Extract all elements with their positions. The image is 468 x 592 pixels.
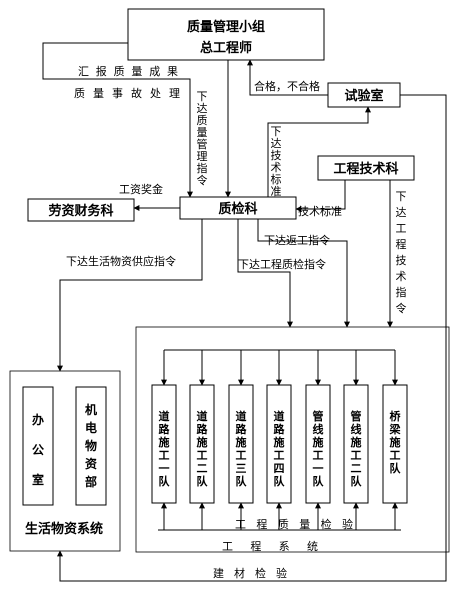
living-system-label: 生活物资系统: [25, 521, 103, 537]
qm-order-label: 下达质量管理指令: [197, 90, 208, 187]
report-label: 汇报质量成果: [78, 64, 178, 78]
lab-label: 试验室: [344, 88, 383, 104]
mech-label: 机电物资部: [85, 402, 97, 489]
team-label: 管线施工一队: [313, 409, 325, 488]
lab-box: [327, 82, 401, 108]
team-label: 桥梁施工队: [389, 409, 402, 475]
pass-fail-label: 合格，不合格: [254, 79, 320, 93]
office-label: 办公室: [32, 412, 44, 487]
eng-system-label: 工程系统: [222, 540, 318, 553]
wage-label: 工资奖金: [119, 182, 163, 196]
team-label: 道路施工二队: [197, 409, 209, 488]
tech-dept-label: 工程技术科: [333, 161, 398, 177]
team-label: 道路施工三队: [236, 409, 248, 488]
team-box: [151, 384, 177, 504]
qc-dept-label: 质检科: [218, 201, 257, 217]
living-system-box: [9, 370, 121, 552]
team-label: 道路施工一队: [159, 409, 171, 488]
team-box: [382, 384, 408, 504]
eng-qc-label: 工程质量检验: [235, 517, 353, 531]
team-box: [228, 384, 254, 504]
team-box: [343, 384, 369, 504]
tech-std-to-lab-line: [267, 106, 371, 197]
supply-order-line: [57, 219, 203, 372]
finance-label: 劳资财务科: [48, 203, 113, 219]
office-box: [22, 386, 54, 506]
rework-label: 下达返工指令: [264, 233, 330, 247]
material-test-label: 建材检验: [213, 566, 287, 580]
tech-std-line: [295, 180, 346, 212]
material-test-line: [57, 94, 447, 582]
qc-order-line: [237, 219, 293, 328]
teams-group: 道路施工一队 道路施工二队 道路施工三队 道路施工四队 管线施工一队 管线施工二队 桥梁施工…: [151, 349, 408, 531]
team-label: 管线施工二队: [351, 409, 363, 488]
tech-dept-box: [317, 155, 415, 181]
tech-std-label: 技术标准: [298, 204, 342, 218]
team-box: [305, 384, 331, 504]
issue-tech-std-label: 下达技术标准: [271, 125, 282, 198]
report-loop-line: [42, 42, 193, 198]
qc-group-box: [127, 8, 325, 61]
team-label: 道路施工四队: [274, 409, 286, 488]
qc-order-label: 下达工程质检指令: [238, 257, 326, 271]
chief-engineer-title: 总工程师: [200, 40, 252, 56]
rework-line: [257, 219, 350, 328]
mech-box: [75, 386, 107, 506]
team-box: [189, 384, 215, 504]
accident-label: 质量事故处理: [74, 86, 180, 100]
qc-group-title: 质量管理小组: [187, 19, 265, 35]
supply-label: 下达生活物资供应指令: [66, 254, 176, 268]
eng-tech-label: 下达工程技术指令: [396, 190, 407, 315]
team-box: [266, 384, 292, 504]
lab-result-line: [247, 59, 328, 96]
